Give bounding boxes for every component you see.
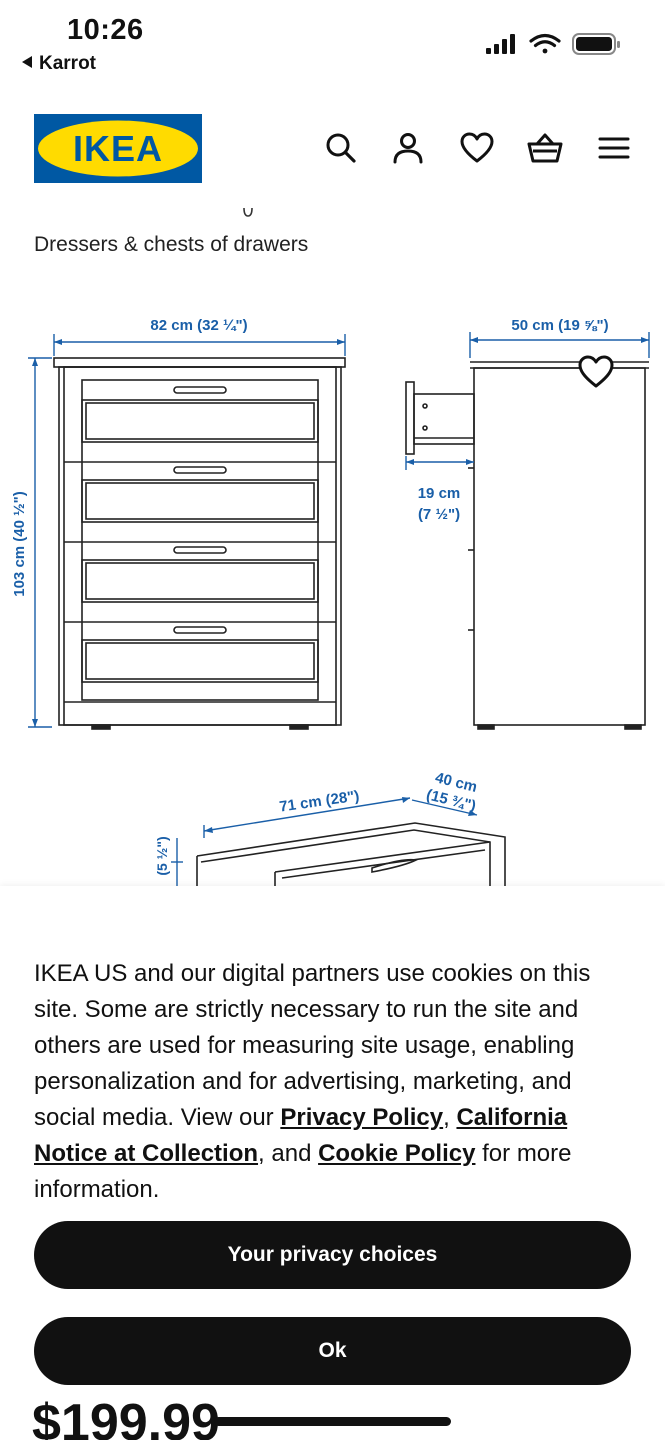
ikea-logo[interactable]: IKEA	[34, 114, 202, 183]
height-dimension	[28, 357, 52, 728]
svg-text:IKEA: IKEA	[73, 128, 163, 169]
heart-icon[interactable]	[459, 130, 495, 166]
drawer-depth-cm-label: 19 cm	[418, 485, 461, 502]
site-header: IKEA	[0, 100, 665, 200]
back-arrow-icon	[22, 56, 32, 68]
status-bar: 10:26 Karrot	[0, 0, 665, 90]
drawer-handles	[173, 386, 227, 634]
cookie-notice-text: IKEA US and our digital partners use coo…	[34, 956, 634, 1208]
california-notice-link[interactable]: California Notice at Collection	[34, 1104, 568, 1167]
cookie-text-sep: ,	[443, 1104, 457, 1131]
width-label: 82 cm (32 ¼")	[150, 317, 247, 334]
drawer-inner-depth-dimension	[411, 799, 478, 816]
drawer-height-dimension	[171, 838, 183, 890]
height-label: 103 cm (40 ½")	[11, 491, 28, 597]
drawer-depth-in-label: (7 ½")	[418, 506, 460, 523]
open-drawer	[405, 381, 475, 455]
dimension-diagram: 82 cm (32 ¼") 103 cm (40 ½") 50 cm (19 ⅝…	[11, 317, 650, 890]
drawer-height-label: (5 ½")	[154, 836, 170, 875]
signal-icon	[486, 34, 515, 54]
basket-icon[interactable]	[527, 130, 563, 166]
search-icon[interactable]	[323, 130, 359, 166]
depth-dimension	[469, 332, 650, 358]
privacy-choices-button[interactable]: Your privacy choices	[34, 1221, 631, 1289]
home-indicator[interactable]	[214, 1417, 451, 1426]
side-view	[405, 361, 649, 730]
front-view	[53, 357, 346, 730]
menu-icon[interactable]	[596, 130, 632, 166]
cookie-text-part: IKEA US and our digital partners use coo…	[34, 960, 591, 1131]
profile-icon[interactable]	[390, 130, 426, 166]
drawer-width-label: 71 cm (28")	[278, 788, 360, 816]
width-dimension	[53, 334, 346, 356]
cookie-policy-link[interactable]: Cookie Policy	[318, 1140, 476, 1167]
drawer-perspective	[196, 822, 506, 890]
cookie-text-part: for more information.	[34, 1140, 572, 1203]
back-app-label: Karrot	[39, 53, 97, 74]
battery-icon	[572, 33, 620, 55]
status-icons	[486, 33, 620, 55]
privacy-policy-link[interactable]: Privacy Policy	[280, 1104, 444, 1131]
cookie-consent-banner: IKEA US and our digital partners use coo…	[0, 886, 665, 1440]
drawer-width-dimension	[203, 797, 411, 838]
wifi-icon	[529, 33, 561, 54]
cookie-text-sep: , and	[258, 1140, 319, 1167]
scrolled-text-fragment	[230, 207, 260, 219]
drawer-depth-dimension	[405, 456, 474, 470]
product-price-peek: $199.99	[32, 1394, 220, 1440]
depth-label: 50 cm (19 ⅝")	[511, 317, 608, 334]
ok-button[interactable]: Ok	[34, 1317, 631, 1385]
save-to-favorites-heart-icon[interactable]	[576, 352, 616, 392]
status-time: 10:26	[67, 14, 144, 46]
product-category: Dressers & chests of drawers	[34, 233, 309, 256]
back-to-app-link[interactable]: Karrot	[22, 53, 96, 75]
